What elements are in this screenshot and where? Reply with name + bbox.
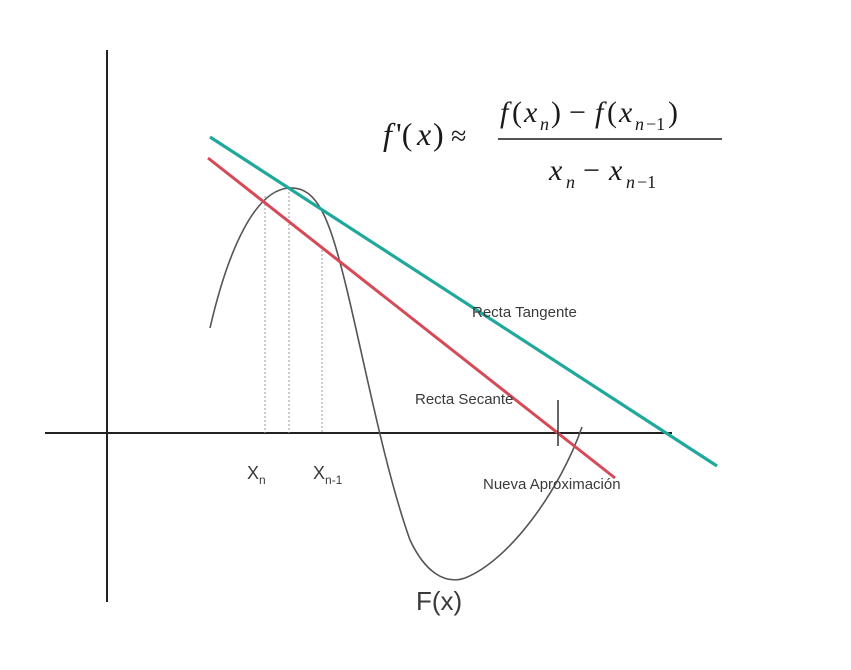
tangent-label: Recta Tangente [472, 304, 577, 321]
function-label: F(x) [416, 586, 462, 616]
svg-text:x: x [548, 154, 563, 187]
svg-text:n: n [626, 172, 635, 192]
svg-text:x: x [416, 116, 431, 152]
svg-text:'(: '( [396, 116, 412, 152]
svg-text:x: x [608, 154, 623, 187]
function-curve [209, 187, 583, 581]
svg-text:f: f [383, 116, 396, 152]
secant-label: Recta Secante [415, 391, 513, 408]
svg-text:≈: ≈ [451, 121, 466, 152]
svg-text:−1: −1 [646, 114, 665, 134]
secant-line [207, 156, 616, 480]
svg-text:): ) [668, 96, 678, 129]
svg-text:f: f [595, 96, 607, 129]
new-approximation-label: Nueva Aproximación [483, 476, 621, 493]
svg-text:−1: −1 [637, 172, 656, 192]
svg-text:): ) [433, 116, 444, 152]
xn-label: Xn [247, 463, 266, 487]
svg-text:x: x [523, 96, 538, 129]
svg-text:n: n [635, 114, 644, 134]
xn1-label: Xn-1 [313, 463, 343, 487]
svg-text:x: x [618, 96, 633, 129]
svg-text:−: − [583, 154, 600, 187]
svg-text:(: ( [512, 96, 522, 129]
svg-text:n: n [566, 172, 575, 192]
svg-text:−: − [569, 96, 586, 129]
tangent-line [209, 135, 718, 468]
svg-text:(: ( [607, 96, 617, 129]
svg-text:): ) [551, 96, 561, 129]
svg-text:n: n [540, 114, 549, 134]
svg-text:f: f [500, 96, 512, 129]
derivative-formula: f '( x ) ≈ f ( x n ) − f ( x n −1 ) x n … [383, 96, 722, 192]
